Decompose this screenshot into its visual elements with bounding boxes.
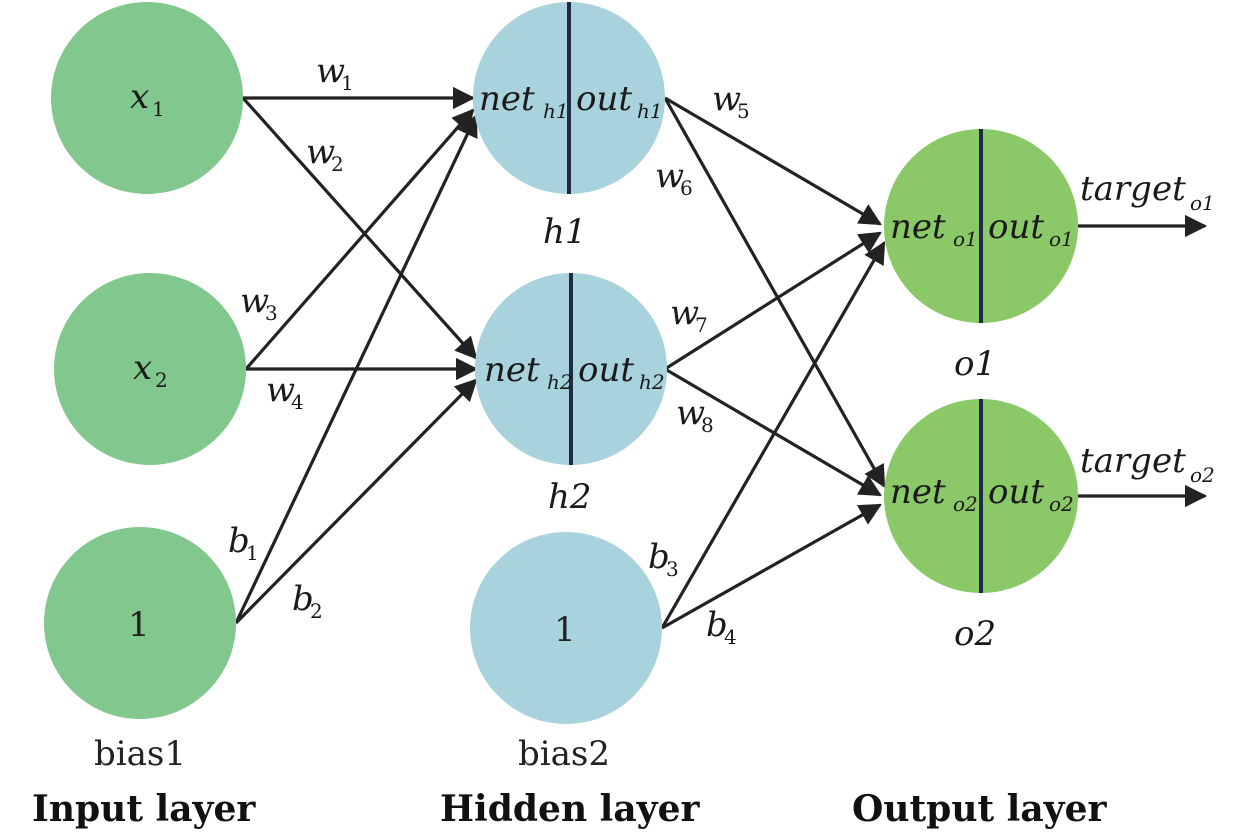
svg-text:8: 8 — [701, 413, 714, 437]
edge-h2-o2 — [664, 367, 882, 497]
weight-b2: b 2 — [292, 579, 323, 623]
weight-b1: b 1 — [228, 521, 259, 565]
target-o1-sub: o1 — [1190, 191, 1215, 215]
h2-caption: h2 — [548, 477, 592, 517]
bias1-value: 1 — [128, 605, 150, 645]
h2-net-sub: h2 — [547, 370, 573, 394]
svg-text:w: w — [240, 281, 269, 321]
o1-net-sub: o1 — [953, 227, 978, 251]
input-node-x2: x 2 — [54, 273, 246, 465]
target-label-o2: target o2 — [1080, 441, 1215, 487]
o1-net: net — [890, 207, 946, 247]
svg-text:w: w — [712, 79, 741, 119]
output-layer-title: Output layer — [852, 788, 1107, 830]
weight-w6: w 6 — [655, 156, 693, 200]
target-o2-sub: o2 — [1190, 463, 1215, 487]
weight-w7: w 7 — [670, 293, 708, 337]
svg-text:w: w — [655, 156, 684, 196]
edge-x2-h1 — [244, 108, 475, 371]
input-layer-title: Input layer — [32, 788, 256, 830]
edge-h2-o1 — [664, 231, 882, 371]
edge-bias1-h1 — [234, 113, 478, 624]
o2-net: net — [890, 472, 946, 512]
weight-labels: w 1 w 2 w 3 w 4 w 5 w 6 w 7 w 8 — [228, 51, 750, 649]
edge-x1-h2 — [241, 96, 478, 360]
x2-main: x — [133, 348, 152, 388]
x2-sub: 2 — [155, 368, 168, 392]
h2-out: out — [578, 350, 634, 390]
target-o1-main: target — [1080, 169, 1186, 209]
svg-text:2: 2 — [331, 152, 344, 176]
svg-text:4: 4 — [724, 625, 737, 649]
h2-out-sub: h2 — [639, 370, 665, 394]
h1-net-sub: h1 — [543, 99, 569, 123]
edge-h1-o1 — [664, 96, 882, 226]
edge-bias2-o2 — [661, 503, 882, 630]
h1-caption: h1 — [543, 212, 587, 252]
o1-caption: o1 — [954, 344, 996, 384]
o1-out: out — [988, 207, 1044, 247]
h2-net: net — [484, 350, 540, 390]
svg-text:w: w — [266, 370, 295, 410]
output-node-o2: net o2 out o2 — [884, 399, 1078, 593]
o2-out: out — [988, 472, 1044, 512]
svg-text:b: b — [648, 537, 670, 577]
svg-text:w: w — [316, 51, 345, 91]
o2-net-sub: o2 — [953, 492, 978, 516]
weight-b4: b 4 — [706, 605, 737, 649]
weight-w3: w 3 — [240, 281, 278, 325]
weight-b3: b 3 — [648, 537, 679, 581]
svg-text:1: 1 — [246, 541, 259, 565]
h1-out-sub: h1 — [637, 99, 663, 123]
svg-text:b: b — [228, 521, 250, 561]
bias2-value: 1 — [554, 610, 576, 650]
edges — [234, 86, 1208, 630]
svg-text:w: w — [670, 293, 699, 333]
svg-text:b: b — [292, 579, 314, 619]
weight-w2: w 2 — [306, 132, 344, 176]
edge-bias1-h2 — [234, 378, 478, 625]
weight-w5: w 5 — [712, 79, 750, 123]
weight-w4: w 4 — [266, 370, 304, 414]
svg-text:3: 3 — [265, 301, 278, 325]
svg-text:w: w — [306, 132, 335, 172]
o2-out-sub: o2 — [1049, 492, 1074, 516]
edge-bias2-o1 — [660, 241, 886, 629]
x1-sub: 1 — [152, 97, 165, 121]
o2-caption: o2 — [954, 614, 996, 654]
svg-text:w: w — [676, 393, 705, 433]
input-node-bias1: 1 — [44, 527, 236, 719]
svg-text:7: 7 — [695, 313, 708, 337]
target-label-o1: target o1 — [1080, 169, 1215, 215]
svg-text:5: 5 — [737, 99, 750, 123]
svg-text:1: 1 — [341, 71, 354, 95]
edge-h1-o2 — [663, 97, 886, 488]
svg-text:6: 6 — [680, 176, 693, 200]
h1-out: out — [576, 79, 632, 119]
bias2-caption: bias2 — [518, 734, 610, 774]
h1-net: net — [479, 79, 535, 119]
o1-out-sub: o1 — [1049, 227, 1074, 251]
svg-text:4: 4 — [291, 390, 304, 414]
weight-w1: w 1 — [316, 51, 354, 95]
hidden-node-h1: net h1 out h1 — [473, 2, 665, 194]
hidden-node-h2: net h2 out h2 — [475, 273, 667, 465]
svg-text:3: 3 — [666, 557, 679, 581]
input-node-x1: x 1 — [51, 2, 243, 194]
svg-text:2: 2 — [310, 599, 323, 623]
hidden-node-bias2: 1 — [470, 532, 662, 724]
weight-w8: w 8 — [676, 393, 714, 437]
target-o2-main: target — [1080, 441, 1186, 481]
bias1-caption: bias1 — [94, 734, 186, 774]
svg-text:b: b — [706, 605, 728, 645]
x1-main: x — [130, 77, 149, 117]
hidden-layer-title: Hidden layer — [440, 788, 700, 830]
output-node-o1: net o1 out o1 — [884, 129, 1078, 323]
